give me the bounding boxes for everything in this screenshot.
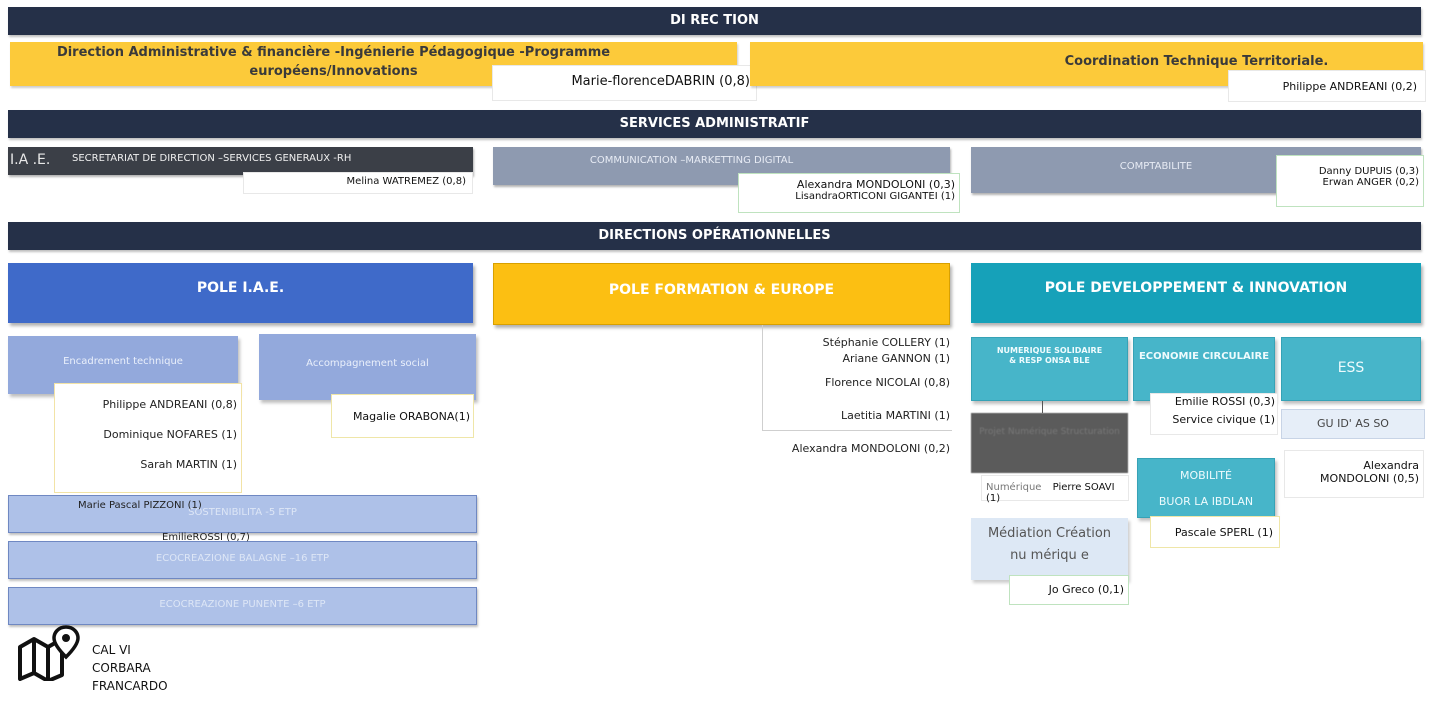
secretariat-person-card: Melina WATREMEZ (0,8) xyxy=(243,172,473,194)
pole-formation-title: POLE FORMATION & EUROPE xyxy=(608,282,835,298)
mobilite-person-card: Pascale SPERL (1) xyxy=(1150,516,1280,548)
secretariat-box: I.A .E. SECRETARIAT DE DIRECTION –SERVIC… xyxy=(8,147,473,175)
coordination-person-card: Philippe ANDREANI (0,2) xyxy=(1228,70,1426,102)
formation-person: Laetitia MARTINI (1) xyxy=(841,409,950,422)
accompagnement-person: Magalie ORABONA(1) xyxy=(352,410,470,423)
numerique-person-prefix: Numérique xyxy=(986,482,1042,493)
communication-person: LisandraORTICONI GIGANTEI (1) xyxy=(795,191,955,202)
footer-locations: CAL VI CORBARA FRANCARDO xyxy=(92,641,168,695)
pole-dev-box: POLE DEVELOPPEMENT & INNOVATION xyxy=(971,263,1421,323)
numerique-person-card: Numérique Pierre SOAVI (1) xyxy=(981,475,1129,504)
admin-finance-person: Marie-florenceDABRIN (0,8) xyxy=(571,74,750,89)
economie-box: ECONOMIE CIRCULAIRE xyxy=(1133,337,1275,401)
stripe-balagne: ECOCREAZIONE BALAGNE –16 ETP xyxy=(8,541,477,579)
formation-person: Stéphanie COLLERY (1) xyxy=(822,336,950,349)
guidasso-person-card: Alexandra MONDOLONI (0,5) xyxy=(1284,450,1424,498)
accompagnement-person-card: Magalie ORABONA(1) xyxy=(331,394,474,438)
encadrement-person: Dominique NOFARES (1) xyxy=(103,428,237,441)
admin-finance-title: Direction Administrative & financière -I… xyxy=(56,45,611,79)
secretariat-person: Melina WATREMEZ (0,8) xyxy=(346,176,466,187)
encadrement-title: Encadrement technique xyxy=(63,356,183,367)
encadrement-people-card: Philippe ANDREANI (0,8) Dominique NOFARE… xyxy=(54,383,242,493)
footer-location: CAL VI xyxy=(92,643,131,657)
grey-project-box: Projet Numérique Structuration xyxy=(971,413,1128,473)
admin-finance-box: Direction Administrative & financière -I… xyxy=(10,42,737,86)
pole-formation-box: POLE FORMATION & EUROPE xyxy=(493,263,950,325)
economie-person: Emilie ROSSI (0,3) xyxy=(1174,395,1275,408)
formation-people: Stéphanie COLLERY (1) Ariane GANNON (1) … xyxy=(760,336,950,455)
economie-title: ECONOMIE CIRCULAIRE xyxy=(1138,351,1270,362)
formation-bracket xyxy=(762,325,952,431)
stripe-label: SOSTENIBILITA -5 ETP xyxy=(188,507,297,518)
formation-person: Florence NICOLAI (0,8) xyxy=(825,376,950,389)
numerique-connector xyxy=(1042,401,1043,413)
stripe-sostenibilita: SOSTENIBILITA -5 ETP xyxy=(8,495,477,533)
economie-people-card: Emilie ROSSI (0,3) Service civique (1) xyxy=(1150,393,1278,435)
overlay-person: EmilieROSSI (0,7) xyxy=(162,532,250,543)
operational-bar: DIRECTIONS OPÉRATIONNELLES xyxy=(8,222,1421,250)
economie-person: Service civique (1) xyxy=(1172,413,1275,426)
coordination-title: Coordination Technique Territoriale. xyxy=(1064,54,1329,69)
pole-iae-title: POLE I.A.E. xyxy=(196,280,285,296)
coordination-person: Philippe ANDREANI (0,2) xyxy=(1282,80,1417,93)
comptabilite-title: COMPTABILITE xyxy=(1119,161,1193,172)
numerique-box: NUMERIQUE SOLIDAIRE & RESP ONSA BLE xyxy=(971,337,1128,401)
stripe-label: ECOCREAZIONE BALAGNE –16 ETP xyxy=(155,553,330,564)
stripe-punente: ECOCREAZIONE PUNENTE –6 ETP xyxy=(8,587,477,625)
comptabilite-people-card: Danny DUPUIS (0,3) Erwan ANGER (0,2) xyxy=(1276,155,1424,207)
iae-label: I.A .E. xyxy=(10,152,51,168)
pole-iae-box: POLE I.A.E. xyxy=(8,263,473,323)
stripe-label: ECOCREAZIONE PUNENTE –6 ETP xyxy=(159,599,326,610)
grey-project-title: Projet Numérique Structuration xyxy=(979,427,1120,437)
mediation-person-card: Jo Greco (0,1) xyxy=(1009,575,1129,605)
mediation-person: Jo Greco (0,1) xyxy=(1048,583,1124,596)
communication-title: COMMUNICATION –MARKETTING DIGITAL xyxy=(589,155,794,166)
formation-person: Alexandra MONDOLONI (0,2) xyxy=(791,442,950,455)
mediation-box: Médiation Création nu mériqu e xyxy=(971,518,1128,580)
ess-title: ESS xyxy=(1337,360,1365,376)
numerique-title: NUMERIQUE SOLIDAIRE & RESP ONSA BLE xyxy=(996,346,1103,365)
map-pin-icon xyxy=(16,625,88,683)
overlay-person: Marie Pascal PIZZONI (1) xyxy=(78,500,202,511)
communication-person: Alexandra MONDOLONI (0,3) xyxy=(796,178,955,191)
ess-box: ESS xyxy=(1281,337,1421,401)
guidasso-person: Alexandra MONDOLONI (0,5) xyxy=(1320,459,1419,485)
guidasso-title: GU ID' AS SO xyxy=(1317,417,1389,430)
pole-dev-title: POLE DEVELOPPEMENT & INNOVATION xyxy=(1044,280,1348,296)
secretariat-title: SECRETARIAT DE DIRECTION –SERVICES GENER… xyxy=(72,153,352,164)
admin-finance-person-card: Marie-florenceDABRIN (0,8) xyxy=(492,65,757,101)
footer-location: CORBARA xyxy=(92,661,151,675)
accompagnement-title: Accompagnement social xyxy=(306,358,429,369)
mobilite-person: Pascale SPERL (1) xyxy=(1174,526,1273,539)
comptabilite-person: Erwan ANGER (0,2) xyxy=(1322,177,1419,188)
comptabilite-person: Danny DUPUIS (0,3) xyxy=(1318,166,1419,177)
encadrement-person: Sarah MARTIN (1) xyxy=(140,458,237,471)
guidasso-box: GU ID' AS SO xyxy=(1281,409,1425,439)
encadrement-person: Philippe ANDREANI (0,8) xyxy=(102,398,237,411)
footer-location: FRANCARDO xyxy=(92,679,168,693)
services-bar: SERVICES ADMINISTRATIF xyxy=(8,110,1421,138)
communication-people-card: Alexandra MONDOLONI (0,3) LisandraORTICO… xyxy=(738,173,960,213)
numerique-person: Pierre SOAVI (1) xyxy=(986,482,1115,504)
mobilite-box: MOBILITÉ BUOR LA IBDLAN xyxy=(1137,458,1275,518)
accompagnement-box: Accompagnement social xyxy=(259,334,476,400)
formation-person: Ariane GANNON (1) xyxy=(842,352,950,365)
mobilite-title: MOBILITÉ xyxy=(1180,469,1232,482)
mediation-title: Médiation Création nu mériqu e xyxy=(987,526,1112,563)
mobilite-sub: BUOR LA IBDLAN xyxy=(1158,495,1254,508)
direction-bar: DI REC TION xyxy=(8,7,1421,35)
